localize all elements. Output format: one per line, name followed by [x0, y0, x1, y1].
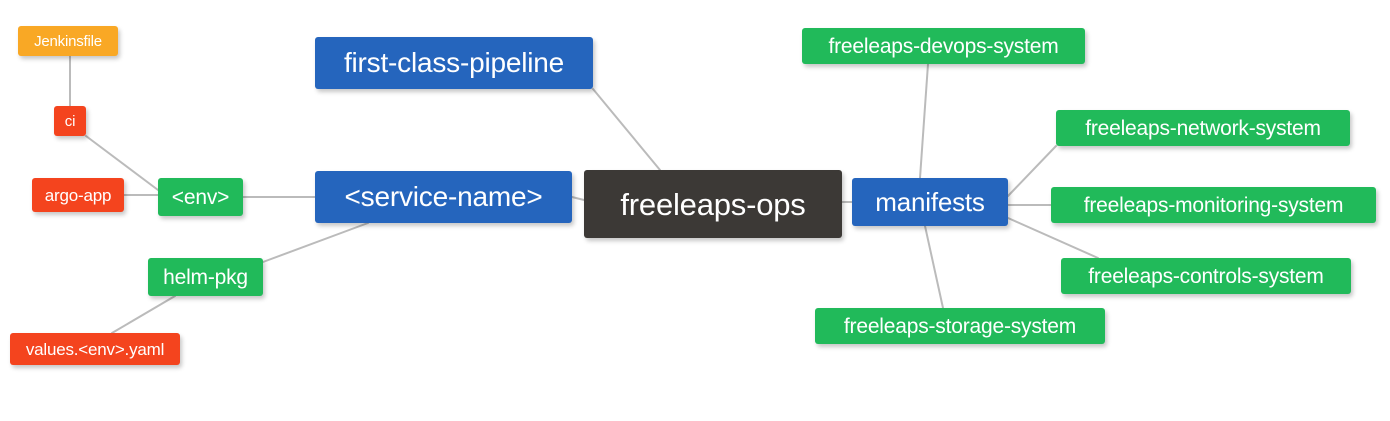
- node-argo-app[interactable]: argo-app: [32, 178, 124, 212]
- node-label: Jenkinsfile: [34, 32, 102, 50]
- node-label: values.<env>.yaml: [25, 339, 165, 359]
- node-helm-pkg[interactable]: helm-pkg: [148, 258, 263, 296]
- node-label: freeleaps-devops-system: [828, 34, 1059, 58]
- edge-freeleaps-ops-to-first-class-pipeline: [592, 88, 661, 171]
- node-values-yaml[interactable]: values.<env>.yaml: [10, 333, 180, 365]
- edge-freeleaps-ops-to-service-name: [571, 196, 585, 201]
- edge-manifests-to-freeleaps-controls-system: [1007, 217, 1099, 259]
- node-label: freeleaps-storage-system: [843, 314, 1077, 338]
- node-label: argo-app: [44, 185, 112, 205]
- edge-helm-pkg-to-values-yaml: [111, 295, 176, 334]
- node-ci[interactable]: ci: [54, 106, 86, 136]
- node-label: freeleaps-monitoring-system: [1083, 193, 1344, 217]
- node-label: freeleaps-network-system: [1085, 116, 1321, 140]
- node-freeleaps-storage-system[interactable]: freeleaps-storage-system: [815, 308, 1105, 344]
- node-label: <env>: [171, 185, 230, 209]
- node-freeleaps-monitoring-system[interactable]: freeleaps-monitoring-system: [1051, 187, 1376, 223]
- edge-manifests-to-freeleaps-storage-system: [924, 225, 944, 309]
- edge-manifests-to-freeleaps-network-system: [1007, 145, 1057, 197]
- node-label: helm-pkg: [163, 265, 248, 289]
- node-service-name[interactable]: <service-name>: [315, 171, 572, 223]
- node-first-class-pipeline[interactable]: first-class-pipeline: [315, 37, 593, 89]
- node-label: manifests: [875, 187, 985, 217]
- node-freeleaps-network-system[interactable]: freeleaps-network-system: [1056, 110, 1350, 146]
- node-label: first-class-pipeline: [343, 47, 565, 78]
- node-label: ci: [64, 112, 76, 130]
- node-label: freeleaps-ops: [620, 186, 806, 222]
- node-freeleaps-ops[interactable]: freeleaps-ops: [584, 170, 842, 238]
- node-env[interactable]: <env>: [158, 178, 243, 216]
- edge-service-name-to-helm-pkg: [262, 222, 369, 263]
- node-jenkinsfile[interactable]: Jenkinsfile: [18, 26, 118, 56]
- node-manifests[interactable]: manifests: [852, 178, 1008, 226]
- node-label: freeleaps-controls-system: [1088, 264, 1324, 288]
- node-label: <service-name>: [344, 181, 543, 212]
- node-freeleaps-controls-system[interactable]: freeleaps-controls-system: [1061, 258, 1351, 294]
- edge-manifests-to-freeleaps-devops-system: [919, 63, 929, 179]
- node-freeleaps-devops-system[interactable]: freeleaps-devops-system: [802, 28, 1085, 64]
